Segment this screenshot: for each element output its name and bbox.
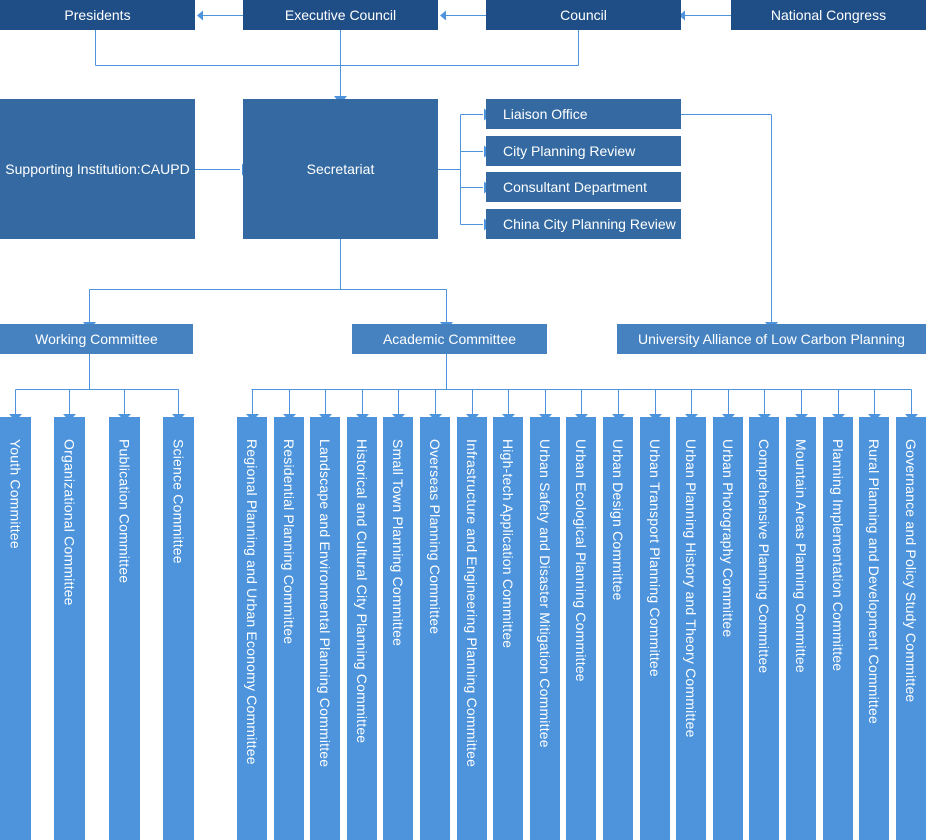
university-alliance-label: University Alliance of Low Carbon Planni… bbox=[638, 331, 905, 347]
academic-subcommittee-label: Comprehensive Planning Committee bbox=[756, 439, 772, 674]
council-label: Council bbox=[560, 7, 607, 23]
national-congress-box: National Congress bbox=[731, 0, 926, 30]
academic-subcommittee-column: Urban Ecological Planning Committee bbox=[566, 417, 596, 840]
academic-subcommittee-column: High-tech Application Committee bbox=[493, 417, 523, 840]
academic-subcommittee-label: Governance and Policy Study Committee bbox=[903, 439, 919, 703]
academic-subcommittee-column: Overseas Planning Committee bbox=[420, 417, 450, 840]
academic-committee-label: Academic Committee bbox=[382, 331, 517, 347]
science-committee-label: Science Committee bbox=[170, 439, 187, 564]
presidents-label: Presidents bbox=[64, 7, 131, 23]
liaison-office-box: Liaison Office bbox=[486, 99, 681, 129]
executive-council-box: Executive Council bbox=[243, 0, 438, 30]
china-city-planning-review-label: China City Planning Review bbox=[503, 216, 676, 232]
academic-subcommittee-column: Planning Implementation Committee bbox=[823, 417, 853, 840]
youth-committee-label: Youth Committee bbox=[7, 439, 24, 549]
academic-subcommittee-label: Planning Implementation Committee bbox=[830, 439, 846, 672]
academic-subcommittee-label: Rural Planning and Development Committee bbox=[866, 439, 882, 725]
academic-subcommittee-column: Comprehensive Planning Committee bbox=[749, 417, 779, 840]
academic-subcommittee-column: Historical and Cultural City Planning Co… bbox=[347, 417, 377, 840]
academic-subcommittee-column: Rural Planning and Development Committee bbox=[859, 417, 889, 840]
presidents-box: Presidents bbox=[0, 0, 195, 30]
publication-committee-label: Publication Committee bbox=[116, 439, 133, 584]
academic-subcommittee-column: Urban Transport Planning Committee bbox=[640, 417, 670, 840]
academic-subcommittee-column: Urban Safety and Disaster Mitigation Com… bbox=[530, 417, 560, 840]
china-city-planning-review-box: China City Planning Review bbox=[486, 209, 681, 239]
academic-subcommittee-label: Urban Design Committee bbox=[610, 439, 626, 601]
academic-subcommittee-label: Mountain Areas Planning Committee bbox=[793, 439, 809, 673]
city-planning-review-box: City Planning Review bbox=[486, 136, 681, 166]
academic-committee-box: Academic Committee bbox=[352, 324, 547, 354]
national-congress-label: National Congress bbox=[770, 7, 887, 23]
academic-subcommittee-column: Regional Planning and Urban Economy Comm… bbox=[237, 417, 267, 840]
academic-subcommittee-column: Urban Design Committee bbox=[603, 417, 633, 840]
academic-subcommittee-label: Regional Planning and Urban Economy Comm… bbox=[244, 439, 260, 765]
working-committee-label: Working Committee bbox=[35, 331, 158, 347]
academic-subcommittee-column: Small Town Planning Committee bbox=[383, 417, 413, 840]
organizational-committee-label: Organizational Committee bbox=[61, 439, 78, 606]
academic-subcommittee-label: Urban Ecological Planning Committee bbox=[573, 439, 589, 682]
academic-subcommittee-label: Infrastructure and Engineering Planning … bbox=[464, 439, 480, 768]
consultant-department-box: Consultant Department bbox=[486, 172, 681, 202]
executive-council-label: Executive Council bbox=[284, 7, 397, 23]
academic-subcommittee-label: Urban Photography Committee bbox=[720, 439, 736, 638]
academic-subcommittee-column: Landscape and Environmental Planning Com… bbox=[310, 417, 340, 840]
academic-subcommittee-label: Overseas Planning Committee bbox=[427, 439, 443, 635]
publication-committee-column: Publication Committee bbox=[109, 417, 140, 840]
academic-subcommittee-label: Urban Planning History and Theory Commit… bbox=[683, 439, 699, 738]
academic-subcommittee-column: Urban Photography Committee bbox=[713, 417, 743, 840]
academic-subcommittee-column: Infrastructure and Engineering Planning … bbox=[457, 417, 487, 840]
supporting-institution-box: Supporting Institution:CAUPD bbox=[0, 99, 195, 239]
working-committee-box: Working Committee bbox=[0, 324, 193, 354]
academic-subcommittee-column: Urban Planning History and Theory Commit… bbox=[676, 417, 706, 840]
organizational-committee-column: Organizational Committee bbox=[54, 417, 85, 840]
academic-subcommittee-label: Residential Planning Committee bbox=[281, 439, 297, 645]
academic-subcommittee-column: Governance and Policy Study Committee bbox=[896, 417, 926, 840]
academic-subcommittee-label: Urban Safety and Disaster Mitigation Com… bbox=[537, 439, 553, 748]
academic-subcommittee-label: Urban Transport Planning Committee bbox=[647, 439, 663, 677]
liaison-office-label: Liaison Office bbox=[503, 106, 588, 122]
secretariat-box: Secretariat bbox=[243, 99, 438, 239]
academic-subcommittee-label: Historical and Cultural City Planning Co… bbox=[354, 439, 370, 744]
supporting-institution-label: Supporting Institution:CAUPD bbox=[5, 161, 190, 177]
council-box: Council bbox=[486, 0, 681, 30]
academic-subcommittee-label: Landscape and Environmental Planning Com… bbox=[317, 439, 333, 768]
secretariat-label: Secretariat bbox=[306, 161, 375, 177]
academic-subcommittee-column: Residential Planning Committee bbox=[274, 417, 304, 840]
academic-subcommittee-column: Mountain Areas Planning Committee bbox=[786, 417, 816, 840]
academic-subcommittee-label: High-tech Application Committee bbox=[500, 439, 516, 649]
youth-committee-column: Youth Committee bbox=[0, 417, 31, 840]
university-alliance-box: University Alliance of Low Carbon Planni… bbox=[617, 324, 926, 354]
consultant-department-label: Consultant Department bbox=[503, 179, 647, 195]
city-planning-review-label: City Planning Review bbox=[503, 143, 636, 159]
academic-subcommittee-label: Small Town Planning Committee bbox=[390, 439, 406, 647]
science-committee-column: Science Committee bbox=[163, 417, 194, 840]
